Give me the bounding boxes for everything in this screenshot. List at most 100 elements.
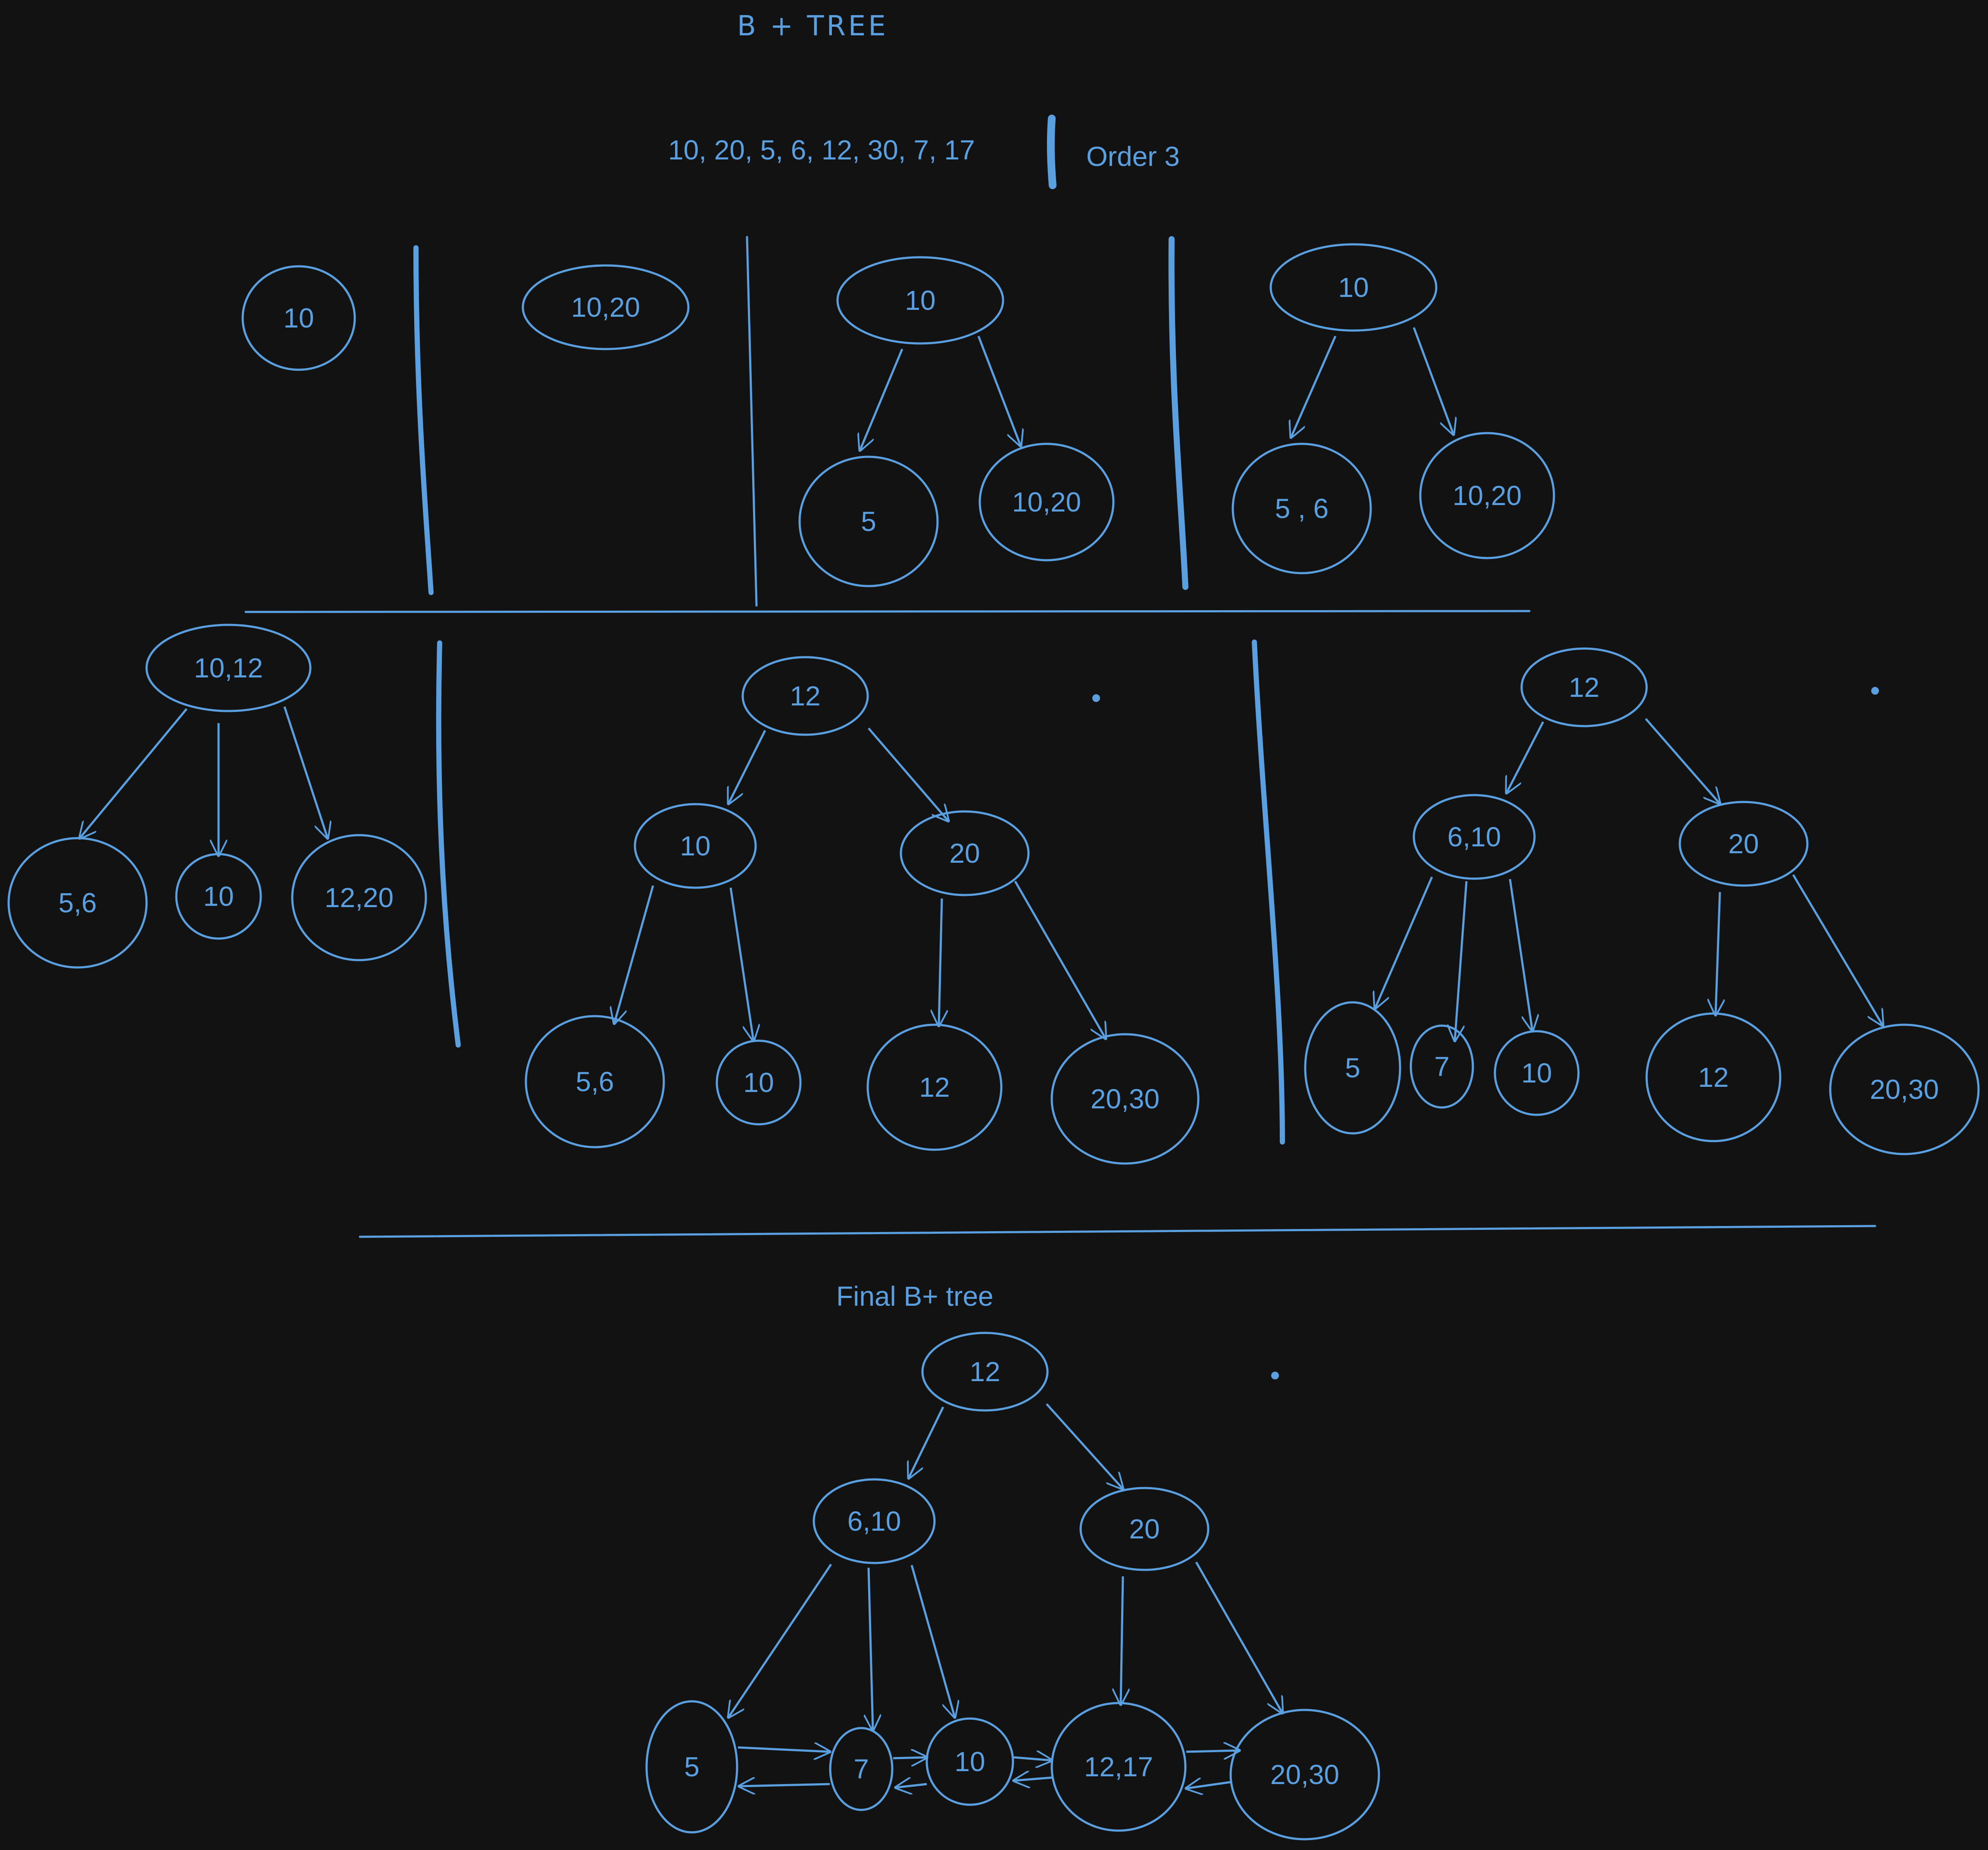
edge-arrow [1413, 327, 1453, 434]
divider-s3-s4 [1168, 236, 1188, 590]
tree-node [241, 265, 356, 371]
tree-node [1829, 1023, 1980, 1155]
leaf-link-arrow [738, 1747, 830, 1752]
node-label: 6,10 [847, 1506, 901, 1537]
tree-node [829, 1727, 894, 1811]
edge-arrow [869, 1567, 873, 1730]
edge-arrow [1507, 721, 1544, 793]
edge-arrow [868, 727, 948, 821]
edge-arrow [910, 1565, 955, 1717]
node-label: 5,6 [59, 887, 97, 918]
stage-2: 10,20 [522, 264, 690, 350]
tree-node [1269, 243, 1438, 332]
node-label: 10 [743, 1067, 774, 1098]
edge-arrow [728, 1563, 832, 1717]
node-label: 10 [283, 303, 314, 334]
edge-arrow [1121, 1576, 1123, 1704]
node-label: 20 [1129, 1513, 1160, 1544]
tree-node [1232, 443, 1372, 574]
stage-1: 10 [241, 265, 356, 371]
edge-arrow [1792, 874, 1883, 1026]
stray-dot [1092, 694, 1100, 702]
divider-row2 [359, 1225, 1876, 1238]
divider-s1-s2 [413, 245, 434, 595]
node-label: 20,30 [1870, 1074, 1939, 1105]
node-label: 12 [790, 680, 820, 711]
tree-node [634, 803, 757, 889]
node-label: 20,30 [1270, 1759, 1339, 1790]
node-label: 10 [1338, 272, 1369, 303]
tree-node [1304, 1001, 1401, 1135]
stage-4: 10 5 , 6 10,20 [1232, 243, 1555, 574]
divider-s5-s6 [436, 640, 461, 1048]
node-label: 12 [919, 1072, 950, 1103]
node-label: 5 [1345, 1052, 1360, 1083]
node-label: 10 [203, 881, 234, 912]
node-label: 12 [1569, 672, 1599, 703]
tree-node [1079, 1487, 1210, 1571]
tree-node [900, 810, 1030, 896]
node-label: 5 [684, 1751, 700, 1782]
edge-arrow [939, 898, 942, 1026]
node-label: 12,20 [325, 882, 394, 913]
node-label: 10 [905, 285, 935, 316]
edge-arrow [1645, 718, 1720, 804]
tree-node [291, 834, 427, 961]
stray-dot [1871, 687, 1879, 695]
node-label: 7 [1434, 1051, 1450, 1082]
tree-node [525, 1015, 665, 1148]
node-label: 20 [1728, 828, 1759, 859]
tree-node [1050, 1033, 1200, 1165]
diagram-title: B + TREE [737, 10, 888, 42]
tree-node [741, 656, 869, 736]
tree-node [145, 624, 312, 712]
node-label: 10 [680, 830, 710, 861]
key-sequence: 10, 20, 5, 6, 12, 30, 7, 17 [668, 134, 975, 165]
edge-arrow [614, 885, 654, 1023]
tree-node [1229, 1709, 1380, 1841]
node-label: 10 [1521, 1058, 1552, 1089]
header-divider [1047, 115, 1057, 189]
stage-7: 12 6,10 20 5 7 10 12 20,30 [1304, 647, 1980, 1155]
edge-arrow [283, 706, 328, 838]
edge-arrow [80, 708, 188, 838]
node-label: 5 , 6 [1275, 493, 1329, 524]
leaf-link-arrow [739, 1784, 830, 1786]
node-label: 12 [969, 1356, 1000, 1387]
edge-arrow [1291, 335, 1337, 437]
leaf-link-arrow [893, 1757, 927, 1758]
edge-arrow [1046, 1403, 1123, 1489]
tree-node [1419, 432, 1555, 559]
node-label: 5,6 [576, 1066, 614, 1097]
stray-dot [1271, 1372, 1279, 1379]
final-tree: 12 6,10 20 5 7 10 12,17 20,30 [645, 1332, 1380, 1841]
node-label: 5 [861, 506, 876, 537]
leaf-link-arrow [1013, 1757, 1052, 1760]
node-label: 7 [853, 1753, 869, 1784]
edge-arrow [1375, 877, 1433, 1008]
tree-node [798, 455, 939, 587]
edge-arrow [1195, 1561, 1282, 1713]
tree-node [1410, 1024, 1474, 1109]
node-label: 12,17 [1084, 1751, 1153, 1782]
divider-s2-s3 [746, 236, 758, 607]
stage-6: 12 10 20 5,6 10 12 20,30 [525, 656, 1200, 1165]
edge-arrow [909, 1406, 944, 1478]
node-label: 6,10 [1447, 821, 1501, 852]
tree-node [7, 837, 148, 969]
stage-3: 10 5 10,20 [798, 256, 1115, 587]
node-label: 10 [954, 1746, 985, 1777]
edge-arrow [729, 887, 753, 1041]
node-label: 20,30 [1091, 1083, 1160, 1114]
node-label: 12 [1698, 1062, 1729, 1093]
edge-arrow [977, 336, 1021, 446]
leaf-link-arrow [1186, 1782, 1232, 1788]
edge-arrow [860, 349, 903, 450]
tree-node [836, 256, 1004, 345]
tree-node [645, 1700, 738, 1834]
stage-5: 10,12 5,6 10 12,20 [7, 624, 427, 969]
node-label: 10,20 [1453, 480, 1522, 511]
final-caption: Final B+ tree [836, 1281, 994, 1312]
